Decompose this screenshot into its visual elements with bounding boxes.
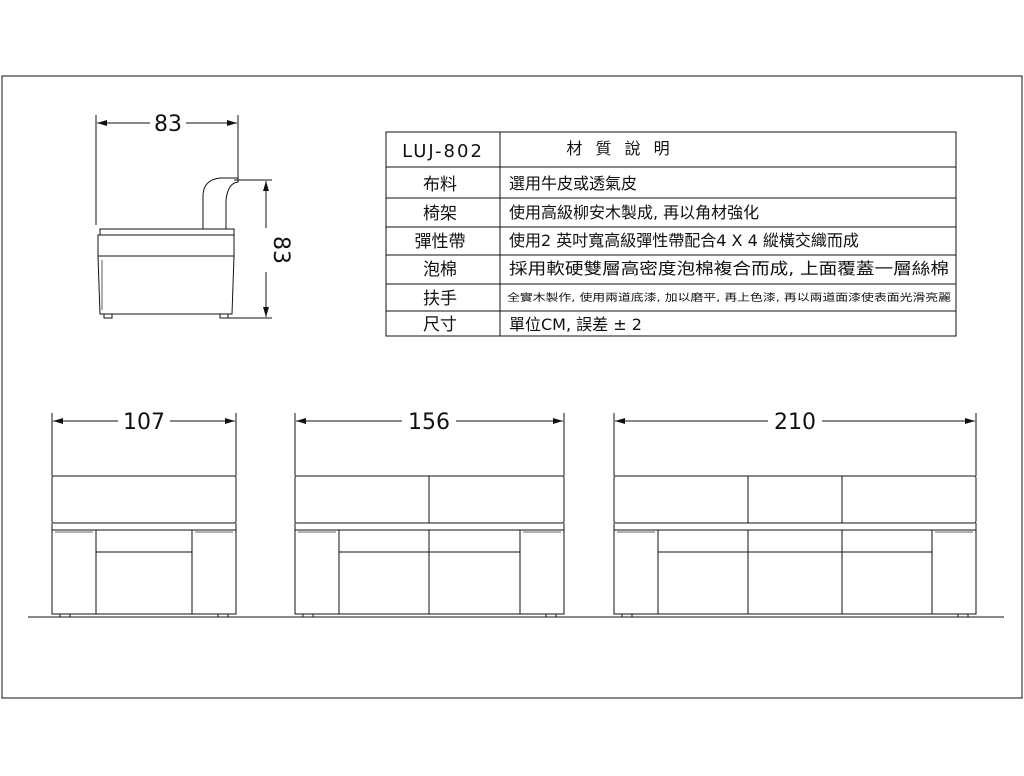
spec-value-armrest: 全實木製作, 使用兩道底漆, 加以磨平, 再上色漆, 再以兩道面漆使表面光滑亮麗	[507, 291, 951, 304]
spec-label-webbing: 彈性帶	[415, 232, 466, 252]
spec-value-size: 單位CM, 誤差 ± 2	[509, 315, 642, 334]
spec-value-frame: 使用高級柳安木製成, 再以角材強化	[509, 203, 759, 222]
sofa-double-front: 156	[294, 410, 565, 618]
side-view: 83 83	[95, 112, 293, 319]
drawing-frame	[1, 75, 1023, 699]
spec-label-frame: 椅架	[423, 204, 457, 224]
sofa-triple-front: 210	[613, 410, 977, 618]
spec-label-foam: 泡棉	[423, 260, 457, 280]
spec-table: LUJ-802 材 質 說 明 布料 選用牛皮或透氣皮 椅架 使用高級柳安木製成…	[385, 131, 957, 337]
spec-model: LUJ-802	[402, 141, 484, 162]
dim-side-width: 83	[154, 112, 182, 137]
spec-label-fabric: 布料	[423, 175, 457, 195]
dim-single-width: 107	[123, 410, 165, 435]
dim-double-width: 156	[408, 410, 450, 435]
dim-triple-width: 210	[774, 410, 816, 435]
spec-value-fabric: 選用牛皮或透氣皮	[509, 174, 637, 193]
spec-value-foam: 採用軟硬雙層高密度泡棉複合而成, 上面覆蓋一層絲棉	[509, 259, 949, 278]
spec-value-webbing: 使用2 英吋寬高級彈性帶配合4 X 4 縱橫交織而成	[509, 231, 859, 250]
spec-label-armrest: 扶手	[423, 289, 457, 309]
sofa-single-front: 107	[51, 410, 237, 618]
spec-label-size: 尺寸	[423, 315, 457, 335]
dim-side-height: 83	[268, 236, 293, 264]
spec-header: 材 質 說 明	[566, 139, 673, 158]
